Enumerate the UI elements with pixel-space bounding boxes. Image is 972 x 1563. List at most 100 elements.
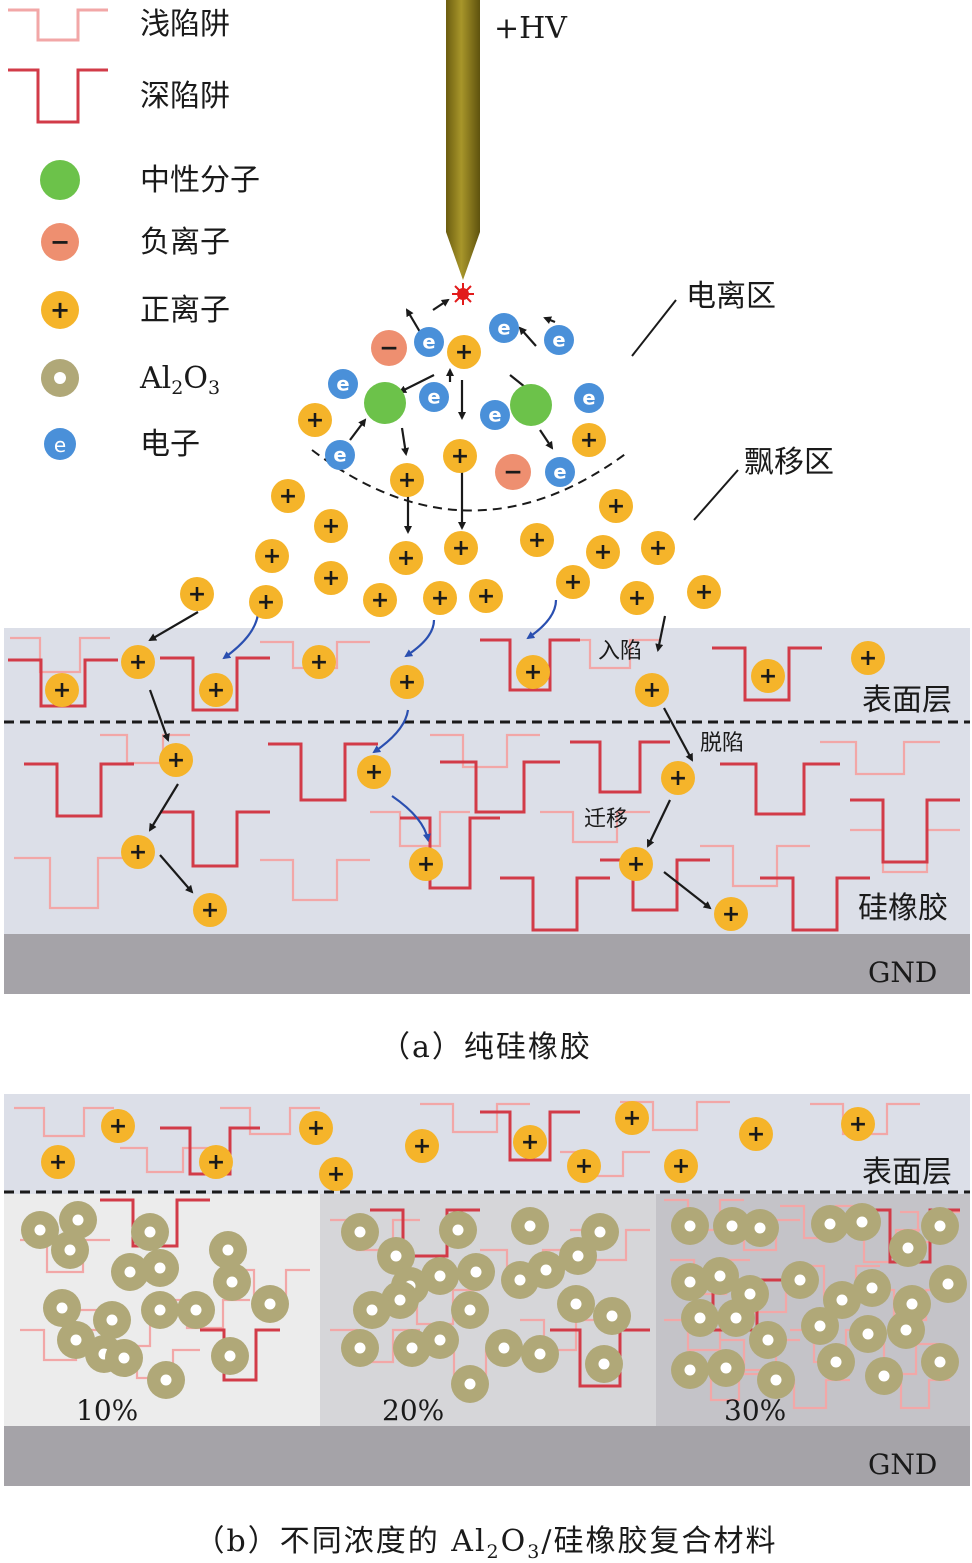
- svg-text:+: +: [49, 1149, 68, 1175]
- svg-text:e: e: [552, 328, 565, 351]
- svg-text:+: +: [167, 747, 186, 773]
- positive-ion: +: [635, 673, 669, 707]
- al2o3-particle: [511, 1207, 549, 1245]
- svg-text:+: +: [747, 1121, 766, 1147]
- svg-text:+: +: [431, 585, 450, 611]
- al2o3-particle: [581, 1213, 619, 1251]
- al2o3-particle: [749, 1321, 787, 1359]
- al2o3-particle: [713, 1207, 751, 1245]
- svg-text:+: +: [580, 427, 599, 453]
- svg-text:+: +: [628, 585, 647, 611]
- positive-ion: +: [641, 531, 675, 565]
- electron: e: [489, 313, 519, 343]
- positive-ion: +: [121, 645, 155, 679]
- al2o3-particle: [593, 1297, 631, 1335]
- al2o3-particle: [671, 1351, 709, 1389]
- svg-text:+: +: [417, 851, 436, 877]
- arrow: [543, 316, 556, 324]
- al2o3-particle: [741, 1209, 779, 1247]
- al2o3-particle: [921, 1207, 959, 1245]
- positive-ion: +: [390, 463, 424, 497]
- detrap-label: 脱陷: [700, 731, 744, 756]
- svg-text:+: +: [575, 1153, 594, 1179]
- al2o3-particle: [451, 1291, 489, 1329]
- migrate-label: 迁移: [584, 807, 628, 832]
- svg-text:e: e: [553, 460, 566, 483]
- deep-trap: [760, 876, 870, 932]
- shallow-trap: [560, 638, 660, 670]
- svg-text:+: +: [188, 581, 207, 607]
- positive-ion: +: [520, 523, 554, 557]
- positive-ion: +: [567, 1149, 601, 1183]
- deep-trap: [160, 810, 270, 868]
- svg-text:+: +: [279, 483, 298, 509]
- svg-text:+: +: [455, 339, 474, 365]
- positive-ion: +: [101, 1109, 135, 1143]
- neutral-molecules: [364, 382, 552, 426]
- neutral-molecule: [510, 384, 552, 426]
- positive-ion: +: [714, 897, 748, 931]
- positive-ion: +: [661, 761, 695, 795]
- deep-trap: [24, 762, 134, 818]
- al2o3-particle: [211, 1337, 249, 1375]
- svg-text:−: −: [503, 458, 523, 486]
- electron: e: [480, 400, 510, 430]
- positive-ion: +: [302, 645, 336, 679]
- al2o3-particle: [823, 1281, 861, 1319]
- shallow-trap: [430, 733, 540, 769]
- caption-a: （a）纯硅橡胶: [380, 1030, 592, 1065]
- svg-text:+: +: [643, 677, 662, 703]
- al2o3-particle: [141, 1249, 179, 1287]
- positive-ion: +: [405, 1129, 439, 1163]
- al2o3-particle: [757, 1361, 795, 1399]
- shallow-trap: [420, 1102, 530, 1134]
- svg-text:e: e: [333, 443, 346, 466]
- arrow: [159, 854, 194, 894]
- svg-text:+: +: [452, 535, 471, 561]
- motion-arrows: [148, 298, 712, 910]
- svg-text:+: +: [477, 583, 496, 609]
- deep-trap: [200, 1328, 280, 1382]
- positive-ion: +: [180, 577, 214, 611]
- positive-ion: +: [447, 335, 481, 369]
- svg-text:+: +: [207, 677, 226, 703]
- svg-text:+: +: [365, 759, 384, 785]
- legend: 浅陷阱 深陷阱 中性分子 − 负离子 + 正离子 Al2O3 e 电子: [8, 7, 260, 462]
- svg-text:+: +: [607, 493, 626, 519]
- svg-text:+: +: [257, 589, 276, 615]
- al2o3-particle: [421, 1257, 459, 1295]
- svg-text:+: +: [129, 649, 148, 675]
- al2o3-particle: [353, 1291, 391, 1329]
- svg-text:−: −: [50, 228, 70, 256]
- svg-text:+: +: [398, 669, 417, 695]
- al2o3-particle: [111, 1253, 149, 1291]
- deep-trap: [480, 1110, 580, 1162]
- gnd-label-b: GND: [868, 1448, 937, 1481]
- al2o3-particle: [147, 1361, 185, 1399]
- svg-text:e: e: [497, 316, 510, 339]
- sample-bulk-a: [4, 628, 970, 934]
- svg-text:+: +: [109, 1113, 128, 1139]
- electron: e: [545, 457, 575, 487]
- svg-text:e: e: [427, 385, 440, 408]
- positive-ion: +: [687, 575, 721, 609]
- arrow: [372, 709, 410, 754]
- shallow-trap: [14, 1106, 114, 1138]
- positive-ion: +: [851, 641, 885, 675]
- arrow: [526, 599, 558, 640]
- arrow: [349, 418, 367, 441]
- al2o3-particle: [681, 1299, 719, 1337]
- legend-neutral-label: 中性分子: [140, 163, 260, 198]
- al2o3-particle: [817, 1343, 855, 1381]
- al2o3-particle: [457, 1253, 495, 1291]
- positive-ion: +: [664, 1149, 698, 1183]
- al2o3-particle: [43, 1289, 81, 1327]
- shallow-trap: [330, 1328, 420, 1364]
- al2o3-particle: [105, 1339, 143, 1377]
- positive-ion: +: [41, 1145, 75, 1179]
- svg-text:+: +: [759, 663, 778, 689]
- svg-text:+: +: [50, 296, 70, 324]
- legend-electron-icon: e: [44, 428, 76, 460]
- caption-b: （b）不同浓度的 Al2O3/硅橡胶复合材料: [194, 1524, 778, 1563]
